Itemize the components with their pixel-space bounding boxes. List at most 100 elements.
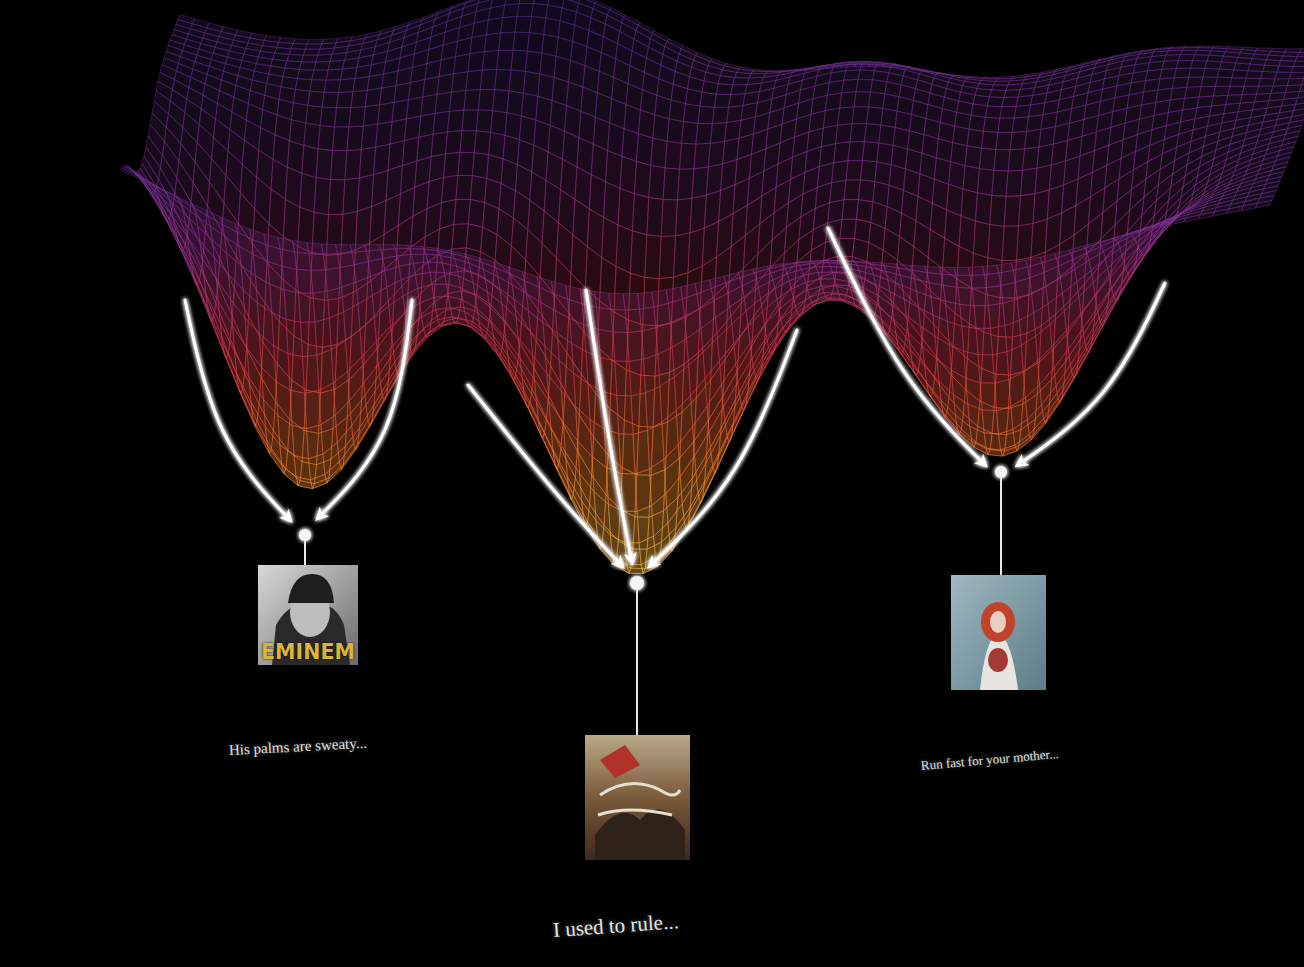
- mesh-cell: [1178, 55, 1194, 61]
- mesh-cell: [1259, 79, 1275, 87]
- mesh-cell: [489, 132, 505, 159]
- mesh-cell: [700, 92, 716, 107]
- mesh-cell: [452, 72, 468, 92]
- mesh-cell: [632, 194, 648, 235]
- mesh-cell: [491, 111, 507, 136]
- mesh-cell: [299, 62, 315, 70]
- mesh-cell: [349, 107, 365, 127]
- mesh-cell: [961, 189, 977, 221]
- mesh-cell: [998, 118, 1014, 132]
- mesh-cell: [1191, 61, 1207, 69]
- mesh-cell: [1203, 68, 1219, 77]
- mesh-cell: [328, 60, 344, 70]
- mesh-cell: [988, 225, 1004, 261]
- mesh-cell: [966, 378, 982, 410]
- mesh-cell: [993, 81, 1009, 85]
- mesh-cell: [1174, 68, 1190, 78]
- mesh-cell: [1160, 68, 1176, 79]
- mesh-cell: [523, 71, 539, 96]
- mesh-cell: [690, 195, 706, 233]
- mesh-cell: [840, 219, 856, 238]
- mesh-cell: [1279, 61, 1295, 67]
- mesh-cell: [1232, 70, 1248, 78]
- mesh-cell: [714, 94, 730, 107]
- mesh-cell: [1289, 72, 1304, 78]
- mesh-cell: [515, 16, 531, 32]
- mesh-cell: [432, 284, 448, 297]
- mesh-cell: [376, 122, 392, 148]
- mesh-cell: [527, 33, 543, 54]
- mesh-cell: [842, 79, 858, 93]
- mesh-cell: [822, 286, 838, 293]
- mesh-cell: [317, 350, 333, 391]
- mesh-cell: [694, 143, 710, 168]
- mesh-cell: [466, 70, 482, 90]
- mesh-cell: [476, 110, 492, 133]
- mesh-cell: [464, 90, 480, 111]
- mesh-cell: [1219, 62, 1235, 70]
- mesh-cell: [1242, 86, 1258, 95]
- mesh-cell: [751, 71, 767, 74]
- mesh-cell: [1271, 86, 1287, 94]
- mesh-cell: [462, 110, 478, 131]
- mesh-cell: [633, 430, 649, 474]
- mesh-cell: [531, 4, 547, 18]
- mesh-cell: [951, 143, 967, 166]
- mesh-cell: [341, 67, 357, 79]
- mesh-cell: [480, 70, 496, 90]
- mesh-cell: [408, 80, 424, 100]
- mesh-cell: [864, 124, 880, 143]
- mesh-cell: [982, 410, 998, 434]
- mesh-cell: [844, 70, 860, 80]
- mesh-cell: [452, 224, 468, 249]
- mesh-cell: [468, 199, 484, 227]
- mesh-cell: [965, 146, 981, 169]
- mesh-cell: [1019, 194, 1035, 226]
- mesh-cell: [509, 70, 525, 93]
- mesh-cell: [860, 64, 876, 71]
- mesh-cell: [862, 142, 878, 162]
- mesh-cell: [1023, 147, 1039, 170]
- mesh-cell: [1213, 86, 1229, 96]
- mesh-cell: [1257, 86, 1273, 94]
- mesh-cell: [442, 175, 458, 202]
- mesh-cell: [378, 102, 394, 124]
- mesh-cell: [450, 90, 466, 111]
- mesh-cell: [987, 97, 1003, 107]
- mesh-cell: [529, 17, 545, 35]
- mesh-cell: [883, 94, 899, 111]
- mesh-cell: [392, 100, 408, 122]
- mesh-cell: [1298, 90, 1304, 98]
- mesh-cell: [994, 150, 1010, 171]
- mesh-cell: [653, 115, 669, 142]
- mesh-cell: [472, 153, 488, 179]
- mesh-cell: [992, 170, 1008, 196]
- mesh-cell: [836, 124, 852, 144]
- mesh-cell: [718, 76, 734, 85]
- mesh-cell: [964, 351, 980, 383]
- mesh-cell: [343, 178, 359, 214]
- mesh-cell: [877, 143, 893, 165]
- mesh-cell: [1176, 61, 1192, 69]
- mesh-cell: [1035, 165, 1051, 194]
- mesh-cell: [544, 18, 560, 37]
- mesh-cell: [310, 80, 326, 93]
- mesh-cell: [287, 55, 303, 62]
- mesh-cell: [493, 90, 509, 113]
- mesh-cell: [307, 39, 323, 44]
- mesh-cell: [302, 146, 318, 178]
- mesh-cell: [484, 33, 500, 52]
- mesh-cell: [435, 92, 451, 113]
- mesh-cell: [286, 319, 302, 356]
- mesh-cell: [374, 144, 390, 175]
- mesh-cell: [329, 180, 345, 215]
- mesh-cell: [474, 131, 490, 155]
- mesh-cell: [314, 178, 330, 215]
- mesh-cell: [1004, 90, 1020, 98]
- mesh-cell: [860, 160, 876, 181]
- mesh-cell: [702, 81, 718, 94]
- mesh-cell: [505, 113, 521, 140]
- mesh-cell: [638, 110, 654, 138]
